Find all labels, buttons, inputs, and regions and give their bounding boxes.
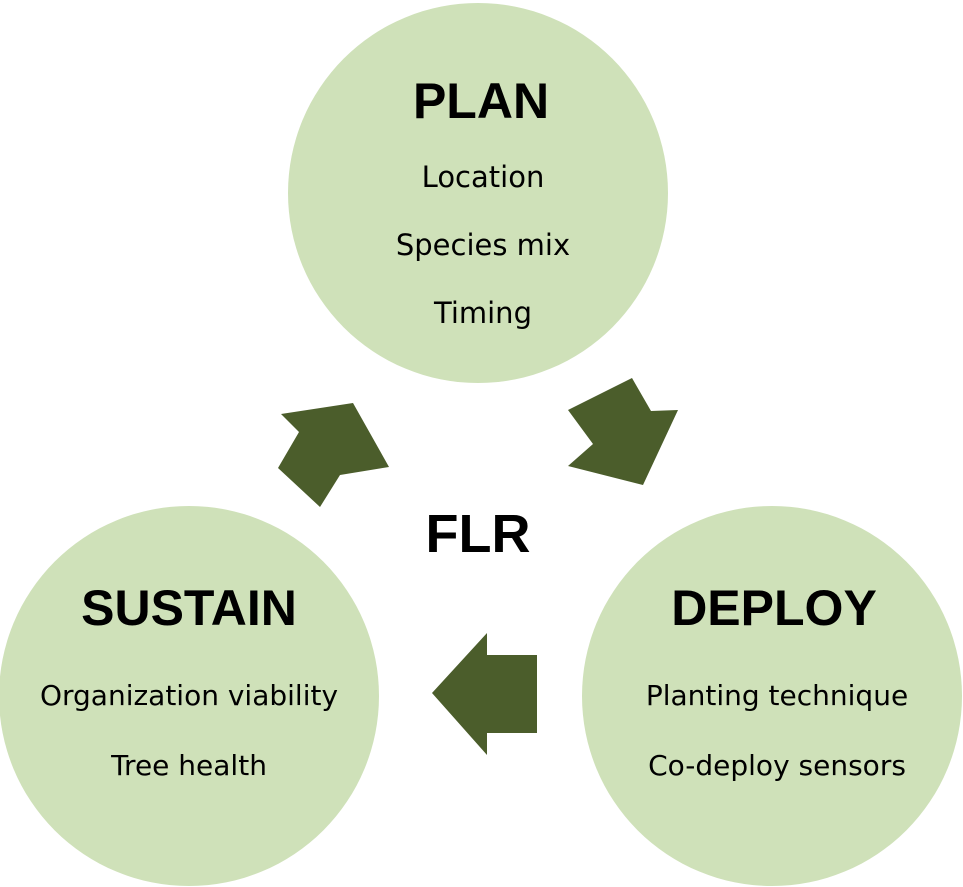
sustain-stage: SUSTAIN Organization viability Tree heal… [0,506,379,886]
plan-item-species-mix: Species mix [396,228,570,262]
arrow-sustain-to-plan [278,403,389,507]
deploy-title: DEPLOY [671,580,877,636]
plan-title: PLAN [413,73,549,129]
plan-item-location: Location [422,160,545,194]
deploy-item-co-deploy-sensors: Co-deploy sensors [648,749,906,782]
sustain-circle [0,506,379,886]
deploy-stage: DEPLOY Planting technique Co-deploy sens… [582,506,962,886]
sustain-item-tree-health: Tree health [110,749,267,782]
deploy-circle [582,506,962,886]
sustain-title: SUSTAIN [81,580,297,636]
plan-circle [288,3,668,383]
center-label: FLR [426,504,531,564]
sustain-item-organization-viability: Organization viability [40,679,338,712]
plan-stage: PLAN Location Species mix Timing [288,3,668,383]
deploy-item-planting-technique: Planting technique [646,679,908,712]
arrow-deploy-to-sustain [432,633,537,755]
arrow-plan-to-deploy [568,378,678,485]
plan-item-timing: Timing [433,296,532,330]
